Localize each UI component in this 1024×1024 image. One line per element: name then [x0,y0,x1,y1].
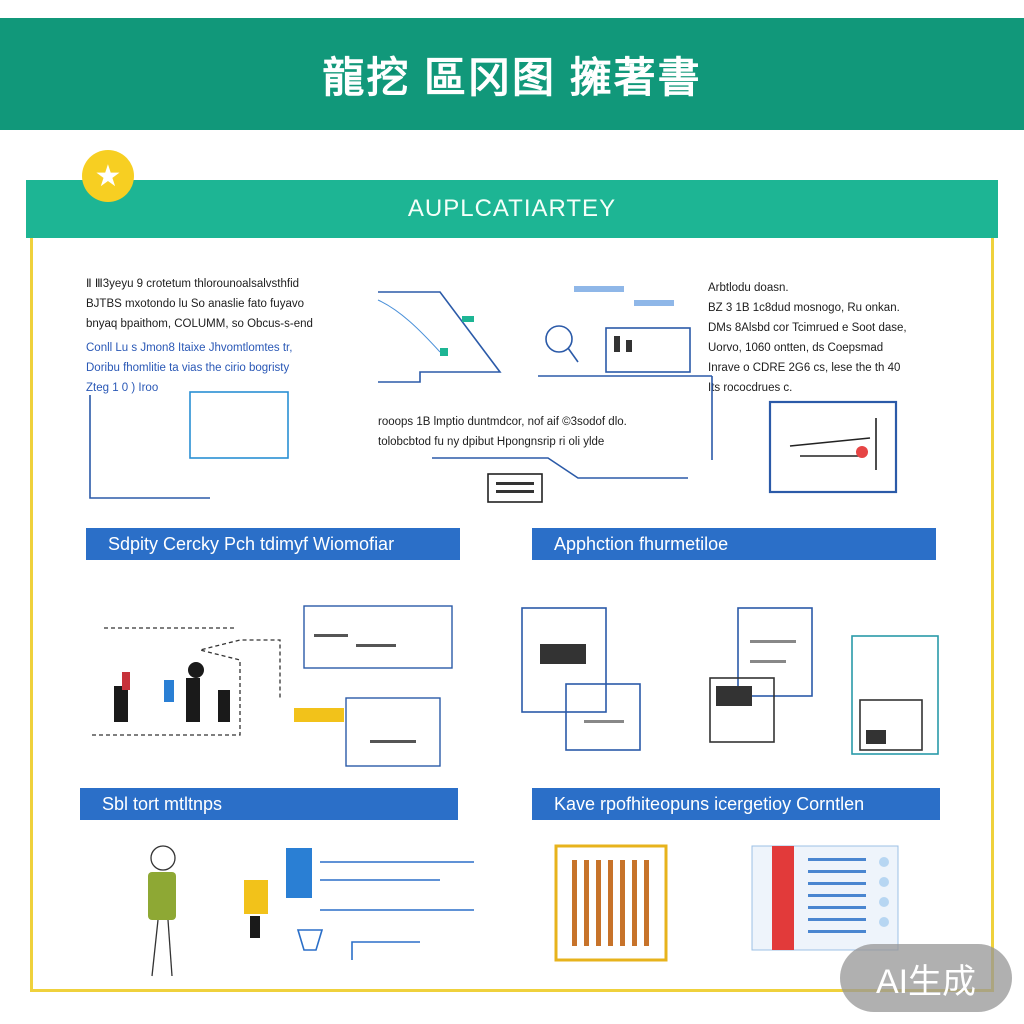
sub-banner-title: AUPLCATIARTEY [407,195,617,222]
sub-banner: AUPLCATIARTEY [26,180,998,238]
intro-text-left-blue: Conll Lu s Jmon8 Itaixe Jhvomtlomtes tr,… [86,342,293,394]
section-bar-2: Apphction fhurmetiloe [532,528,936,560]
star-icon: ★ [82,150,134,202]
intro-text-right: Arbtlodu doasn. BZ 3 1B 1c8dud mosnogo, … [708,282,907,394]
ai-generated-watermark: AI生成 [840,944,1012,1012]
page-title: 龍挖 區冈图 擁著書 [322,53,702,101]
intro-text-left: Ⅱ Ⅲ3yeyu 9 crotetum thlorounoalsalvsthfi… [86,278,313,330]
section-bar-4: Kave rpofhiteopuns icergetioy Corntlen [532,788,940,820]
section-bar-1: Sdpity Cercky Pch tdimyf Wiomofiar [86,528,460,560]
intro-caption-middle: rooops 1B lmptio duntmdcor, nof aif ©3so… [378,416,627,448]
content-frame [30,238,994,992]
top-banner: 龍挖 區冈图 擁著書 [0,18,1024,130]
section-bar-3: Sbl tort mtltnps [80,788,458,820]
